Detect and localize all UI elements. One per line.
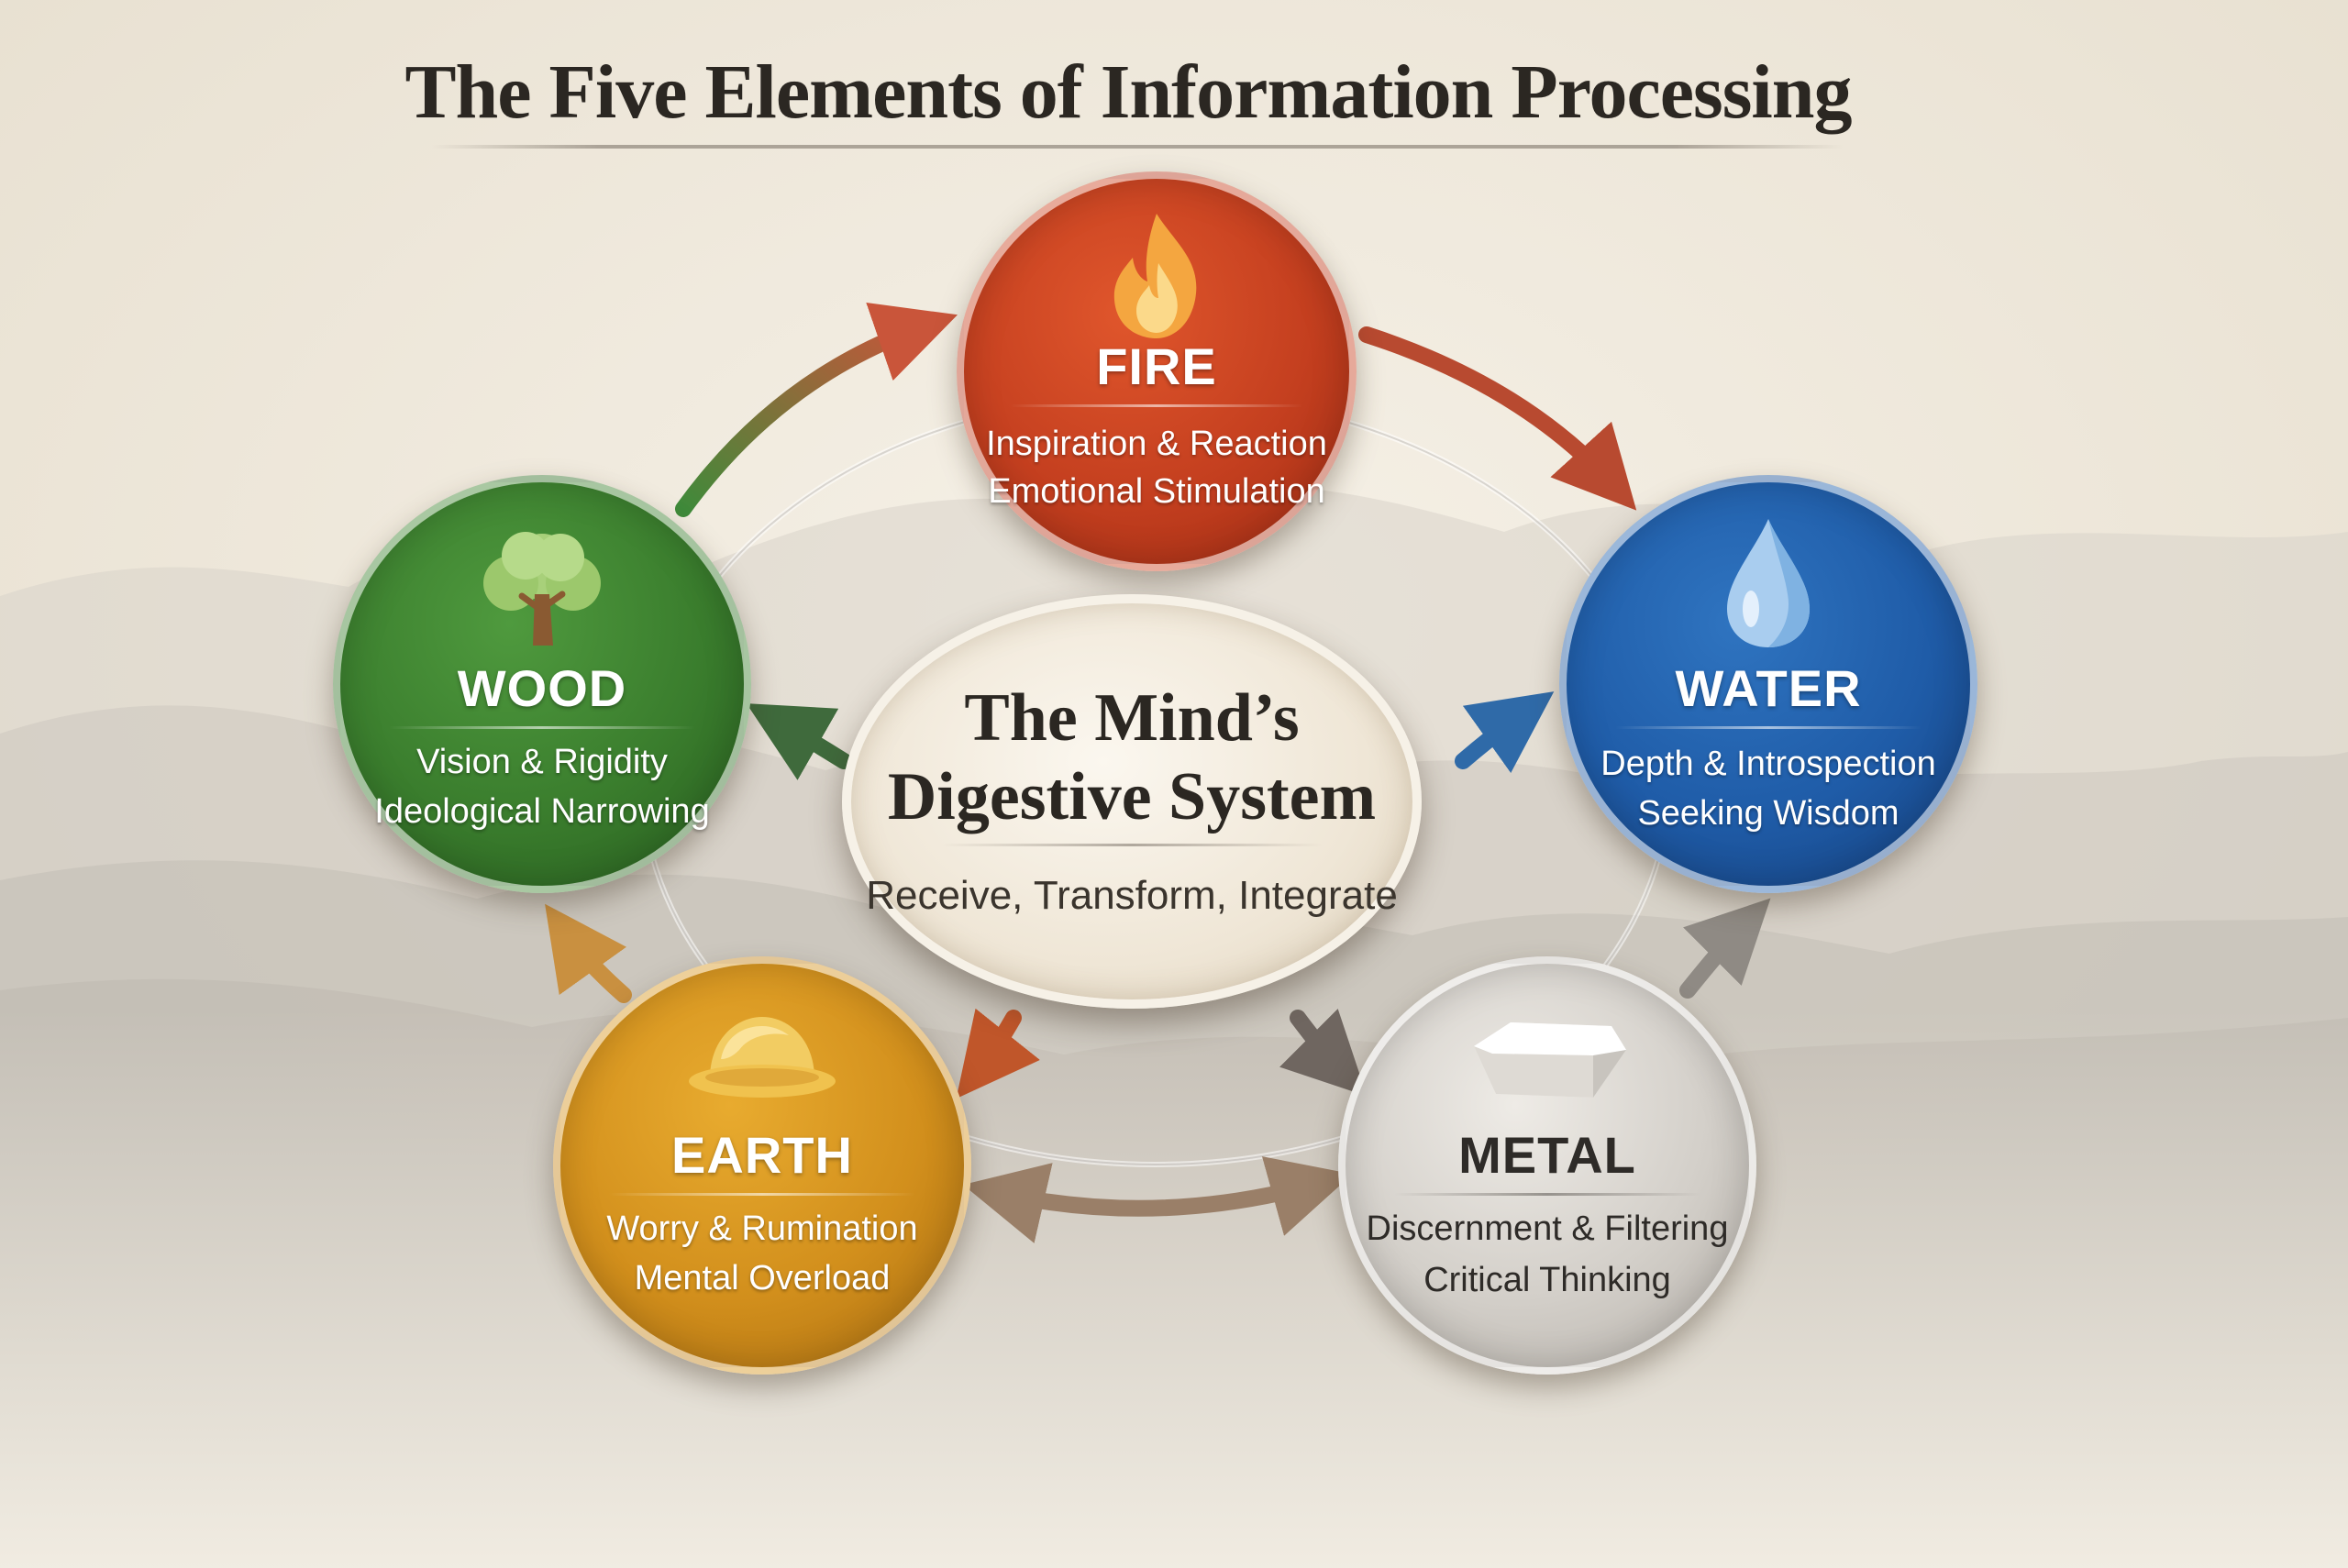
earth-divider [608, 1193, 916, 1196]
earth-mound-icon [689, 1017, 836, 1098]
center-hub: The Mind’s Digestive System Receive, Tra… [842, 594, 1422, 1009]
metal-line2: Critical Thinking [1423, 1261, 1671, 1299]
water-line1: Depth & Introspection [1600, 745, 1936, 783]
arrow-center-to-earth [956, 1008, 1040, 1099]
fire-line1: Inspiration & Reaction [986, 425, 1327, 463]
arrow-wood-to-fire [675, 303, 958, 517]
wood-divider [388, 726, 696, 729]
flame-icon [1113, 214, 1197, 338]
metal-line1: Discernment & Filtering [1366, 1209, 1729, 1248]
arrow-earth-to-wood [545, 903, 632, 1003]
tree-icon [483, 532, 601, 646]
arrow-fire-to-water [1358, 326, 1637, 511]
water-name: WATER [1675, 659, 1862, 717]
fire-name: FIRE [1096, 337, 1217, 395]
earth-line2: Mental Overload [634, 1259, 891, 1297]
water-element: WATER Depth & Introspection Seeking Wisd… [1559, 475, 1977, 893]
arrow-center-to-water [1455, 691, 1555, 774]
metal-name: METAL [1458, 1126, 1636, 1184]
metal-element: METAL Discernment & Filtering Critical T… [1338, 956, 1756, 1375]
fire-divider [1010, 404, 1303, 407]
water-drop-icon [1727, 519, 1810, 647]
arrow-center-to-metal [1279, 1008, 1368, 1097]
center-title-line1: The Mind’s [964, 680, 1300, 756]
wood-line1: Vision & Rigidity [416, 743, 668, 781]
earth-element: EARTH Worry & Rumination Mental Overload [553, 956, 971, 1375]
water-divider [1614, 726, 1922, 729]
wood-line2: Ideological Narrowing [374, 792, 710, 831]
earth-line1: Worry & Rumination [606, 1209, 918, 1248]
fire-element: FIRE Inspiration & Reaction Emotional St… [957, 171, 1357, 571]
arrow-metal-to-water [1679, 898, 1771, 999]
center-title-line2: Digestive System [887, 759, 1377, 834]
fire-line2: Emotional Stimulation [988, 472, 1325, 511]
arrow-center-to-wood [746, 703, 852, 780]
wood-element: WOOD Vision & Rigidity Ideological Narro… [333, 475, 751, 893]
center-divider [940, 844, 1324, 846]
arrow-earth-metal [962, 1156, 1353, 1243]
metal-ingot-icon [1474, 1022, 1626, 1098]
page-title: The Five Elements of Information Process… [404, 50, 1853, 135]
water-line2: Seeking Wisdom [1637, 794, 1899, 833]
center-title: The Mind’s Digestive System [851, 679, 1412, 836]
earth-name: EARTH [671, 1126, 853, 1184]
title-divider [431, 145, 1844, 149]
wood-name: WOOD [457, 659, 627, 717]
metal-divider [1393, 1193, 1701, 1196]
center-subtitle: Receive, Transform, Integrate [866, 873, 1398, 918]
